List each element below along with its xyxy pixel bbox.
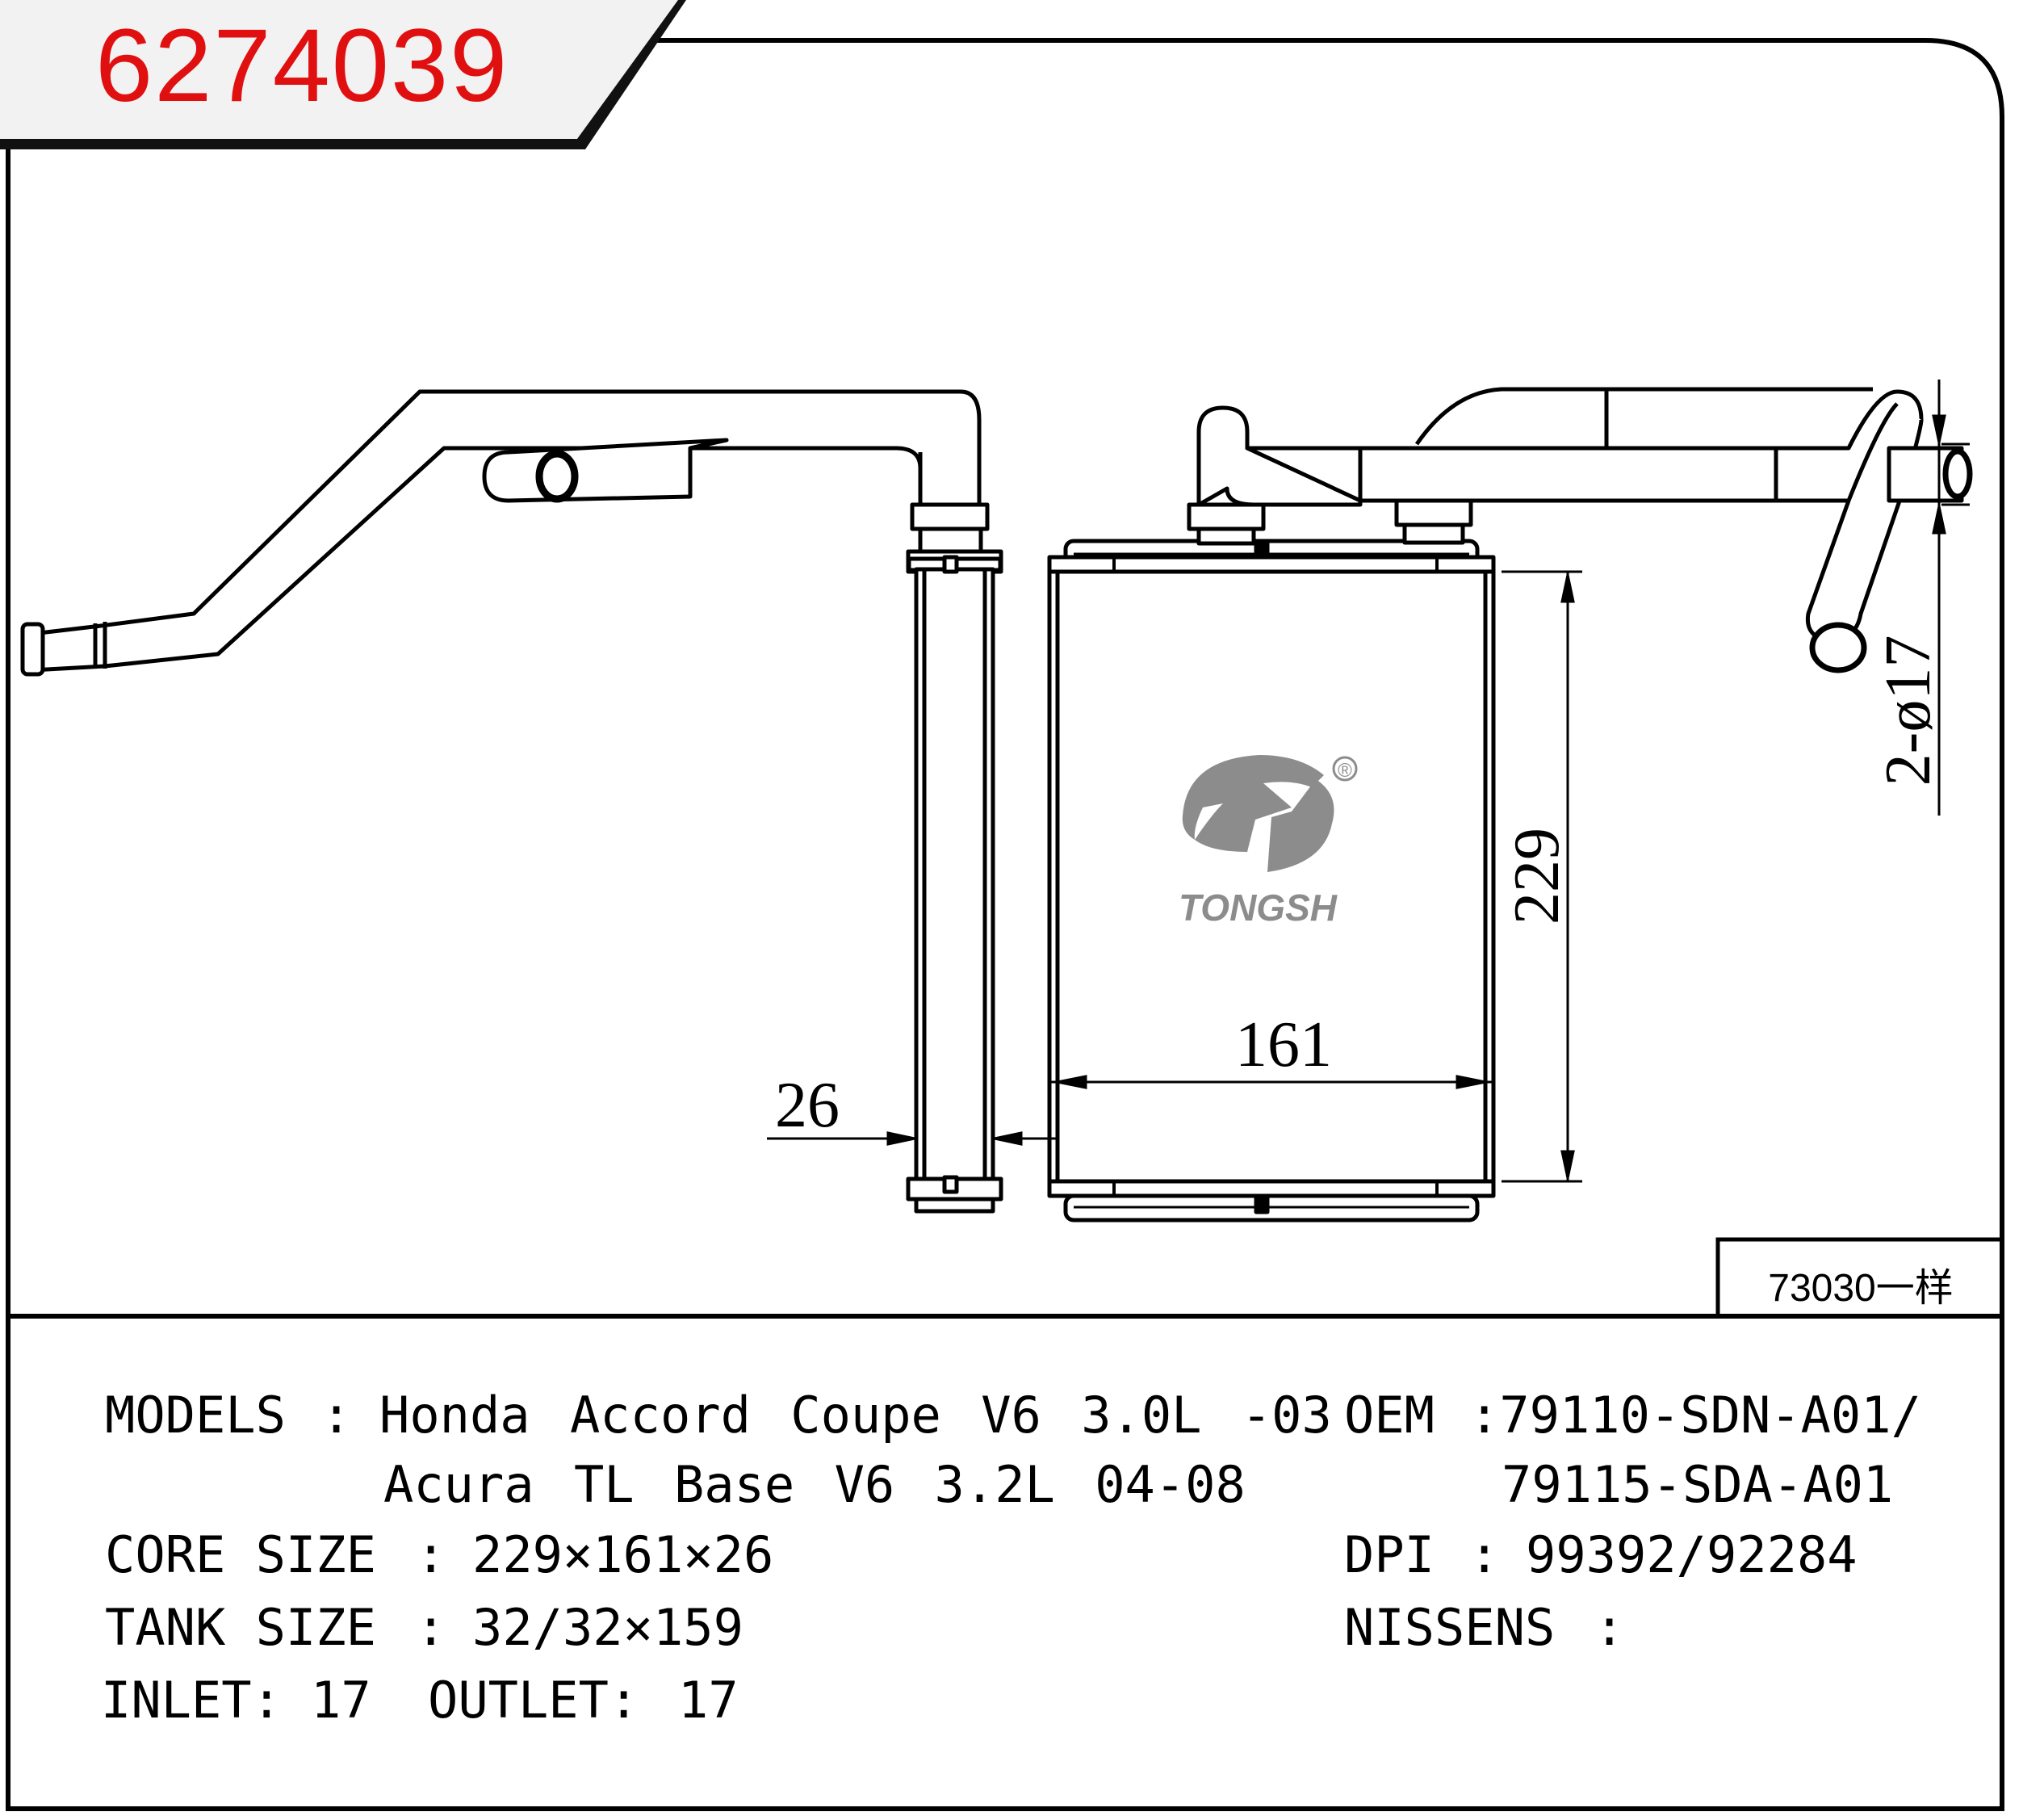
registered-mark: ® bbox=[1338, 760, 1352, 782]
models-line-2: Acura TL Base V6 3.2L 04-08 bbox=[383, 1455, 1246, 1514]
tank-size-sep: : bbox=[416, 1598, 446, 1657]
note-text: 73030一样 bbox=[1768, 1267, 1954, 1310]
dim-width-label: 161 bbox=[1235, 1009, 1332, 1080]
bracket-hole bbox=[535, 450, 579, 503]
header-banner-face bbox=[0, 0, 678, 139]
side-view bbox=[20, 389, 1003, 1214]
side-core bbox=[914, 567, 995, 1189]
nissens-sep: : bbox=[1594, 1598, 1625, 1657]
front-core bbox=[1047, 569, 1496, 1184]
dpi-label: DPI bbox=[1344, 1525, 1435, 1584]
tank-size-value: 32/32×159 bbox=[472, 1598, 743, 1657]
dimension-lines bbox=[767, 380, 1970, 1183]
dpi-value: 99392/92284 bbox=[1526, 1525, 1858, 1584]
logo-mark bbox=[1182, 755, 1324, 852]
left-pipe bbox=[30, 389, 982, 673]
inlet-value: 17 bbox=[311, 1671, 371, 1730]
outer-frame bbox=[6, 38, 2004, 1811]
dim-depth-label: 26 bbox=[775, 1070, 840, 1141]
dpi-sep: : bbox=[1469, 1525, 1500, 1584]
outlet-value: 17 bbox=[678, 1671, 739, 1730]
core-size-label: CORE SIZE bbox=[105, 1525, 376, 1584]
oem-label: OEM bbox=[1344, 1386, 1435, 1445]
brand-name: TONGSH bbox=[1179, 887, 1338, 929]
models-sep: : bbox=[321, 1386, 352, 1445]
core-size-value: 229×161×26 bbox=[472, 1525, 774, 1584]
tank-size-label: TANK SIZE bbox=[105, 1598, 376, 1657]
tongsh-logo: ® TONGSH bbox=[1179, 755, 1358, 929]
oem-value-1: :79110-SDN-A01/ bbox=[1469, 1386, 1921, 1445]
registered-icon bbox=[1332, 756, 1358, 782]
dim-height-label: 229 bbox=[1502, 828, 1573, 925]
models-line-1: Honda Accord Coupe V6 3.0L -03 bbox=[379, 1386, 1332, 1445]
outlet-label: OUTLET: bbox=[428, 1671, 639, 1730]
core-size-sep: : bbox=[416, 1525, 446, 1584]
oem-value-2: 79115-SDA-A01 bbox=[1502, 1455, 1894, 1514]
outlet-pipe bbox=[1245, 389, 1924, 503]
models-label: MODELS bbox=[105, 1386, 286, 1445]
note-box bbox=[1715, 1237, 2004, 1319]
front-view bbox=[1047, 387, 1973, 1223]
part-number: 6274039 bbox=[95, 8, 509, 124]
nissens-label: NISSENS bbox=[1344, 1598, 1556, 1657]
inlet-label: INLET: bbox=[101, 1671, 282, 1730]
dim-pipe-label: 2-ø17 bbox=[1873, 635, 1944, 786]
